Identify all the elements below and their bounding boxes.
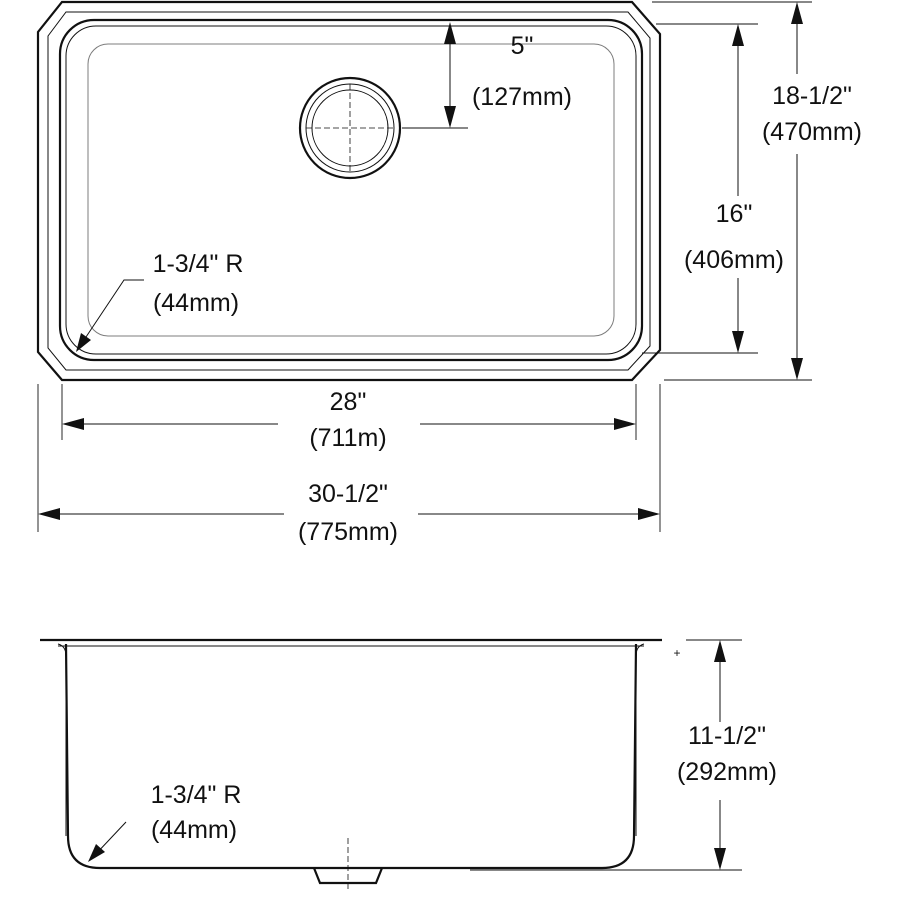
inner-depth-imperial-label: 16" [716, 200, 753, 228]
drain-offset-imperial-label: 5" [511, 32, 534, 60]
side-depth-arrow-bottom [714, 848, 726, 870]
side-reference-mark: + [673, 646, 680, 660]
drain-offset-metric-label: (127mm) [472, 83, 572, 111]
outer-depth-metric-label: (470mm) [762, 118, 862, 146]
side-depth-metric-label: (292mm) [677, 758, 777, 786]
top-view: 5" (127mm) 16" (406mm) 18-1/2" (470mm) 1… [36, 0, 868, 546]
side-bowl-inner-line-right [635, 643, 645, 836]
drain-outer-ring [298, 76, 402, 180]
inner-width-arrow-right [614, 418, 636, 430]
inner-width-imperial-label: 28" [330, 388, 367, 416]
outer-depth-arrow-bottom [791, 358, 803, 380]
inner-depth-metric-label: (406mm) [684, 246, 784, 274]
sink-flange-inner-edge [47, 11, 651, 371]
sink-bowl-outline [58, 18, 644, 362]
inner-width-arrow-left [62, 418, 84, 430]
top-corner-radius-leader [79, 279, 144, 347]
side-corner-radius-metric-label: (44mm) [151, 816, 237, 844]
top-corner-radius-arrow [76, 333, 91, 352]
side-depth-imperial-label: 11-1/2" [688, 722, 766, 750]
outer-depth-imperial-label: 18-1/2" [772, 82, 852, 110]
inner-width-metric-label: (711m) [309, 424, 386, 452]
outer-width-arrow-right [638, 508, 660, 520]
top-corner-radius-metric-label: (44mm) [153, 289, 239, 317]
top-corner-radius-imperial-label: 1-3/4" R [153, 250, 244, 278]
side-view: + 11-1/2" (292mm) 1-3/4" R (44mm) [40, 638, 777, 892]
side-corner-radius-imperial-label: 1-3/4" R [151, 781, 242, 809]
outer-depth-arrow-top [791, 2, 803, 24]
sink-outer-flange [36, 0, 662, 382]
drain-offset-arrow-bottom [444, 106, 456, 128]
side-bowl-outline [64, 643, 638, 870]
side-depth-arrow-top [714, 640, 726, 662]
outer-width-arrow-left [38, 508, 60, 520]
drain-inner-ring [311, 89, 389, 167]
side-bowl-inner-line [57, 643, 67, 836]
drain [298, 76, 402, 180]
drain-offset-arrow-top [444, 22, 456, 44]
outer-width-metric-label: (775mm) [298, 518, 398, 546]
outer-depth-label-mask [756, 74, 868, 154]
sink-bowl-inner-line [65, 25, 637, 355]
inner-depth-arrow-top [732, 24, 744, 46]
side-corner-radius-arrow [88, 844, 105, 862]
sink-bowl-floor [87, 43, 615, 337]
inner-depth-arrow-bottom [732, 331, 744, 353]
outer-width-imperial-label: 30-1/2" [308, 480, 388, 508]
